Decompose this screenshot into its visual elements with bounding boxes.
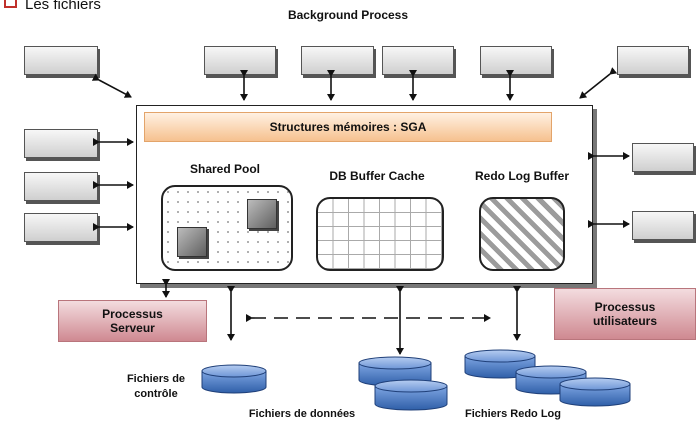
background-process-box: [632, 211, 694, 240]
background-process-box: [382, 46, 454, 75]
user-process-box: Processus utilisateurs: [554, 288, 696, 340]
shared-pool-label: Shared Pool: [189, 162, 260, 176]
data-files-label: Fichiers de données: [248, 408, 356, 420]
control-file-disk-icon: [201, 364, 267, 394]
background-process-box: [24, 46, 98, 75]
redo-file-disk-icon: [464, 349, 536, 379]
background-process-box: [24, 172, 98, 201]
bullet-line: Les fichiers: [4, 0, 101, 13]
bullet-text: Les fichiers: [25, 0, 101, 13]
control-files-label: Fichiers de contrôle: [126, 373, 186, 400]
background-process-title: Background Process: [287, 8, 409, 22]
db-buffer-cache-area: [316, 197, 444, 271]
data-file-disk-icon: [374, 379, 448, 411]
server-process-box: Processus Serveur: [58, 300, 207, 342]
shared-pool-block-icon: [247, 199, 277, 229]
background-process-box: [24, 129, 98, 158]
background-process-box: [24, 213, 98, 242]
background-process-box: [301, 46, 374, 75]
shared-pool-area: [161, 185, 293, 271]
sga-label: Structures mémoires : SGA: [144, 112, 552, 142]
redo-files-label: Fichiers Redo Log: [465, 408, 561, 420]
user-process-label: Processus utilisateurs: [592, 300, 658, 328]
shared-pool-block-icon: [177, 227, 207, 257]
redo-log-buffer-label: Redo Log Buffer: [475, 169, 569, 183]
redo-log-buffer-area: [479, 197, 565, 271]
redo-file-disk-icon: [559, 377, 631, 407]
db-buffer-cache-label: DB Buffer Cache: [329, 169, 425, 183]
arrow: [579, 67, 618, 99]
bullet-square-icon: [4, 0, 17, 8]
background-process-box: [480, 46, 552, 75]
background-process-box: [617, 46, 689, 75]
background-process-box: [632, 143, 694, 172]
arrow: [91, 73, 132, 98]
server-process-label: Processus Serveur: [102, 307, 163, 335]
